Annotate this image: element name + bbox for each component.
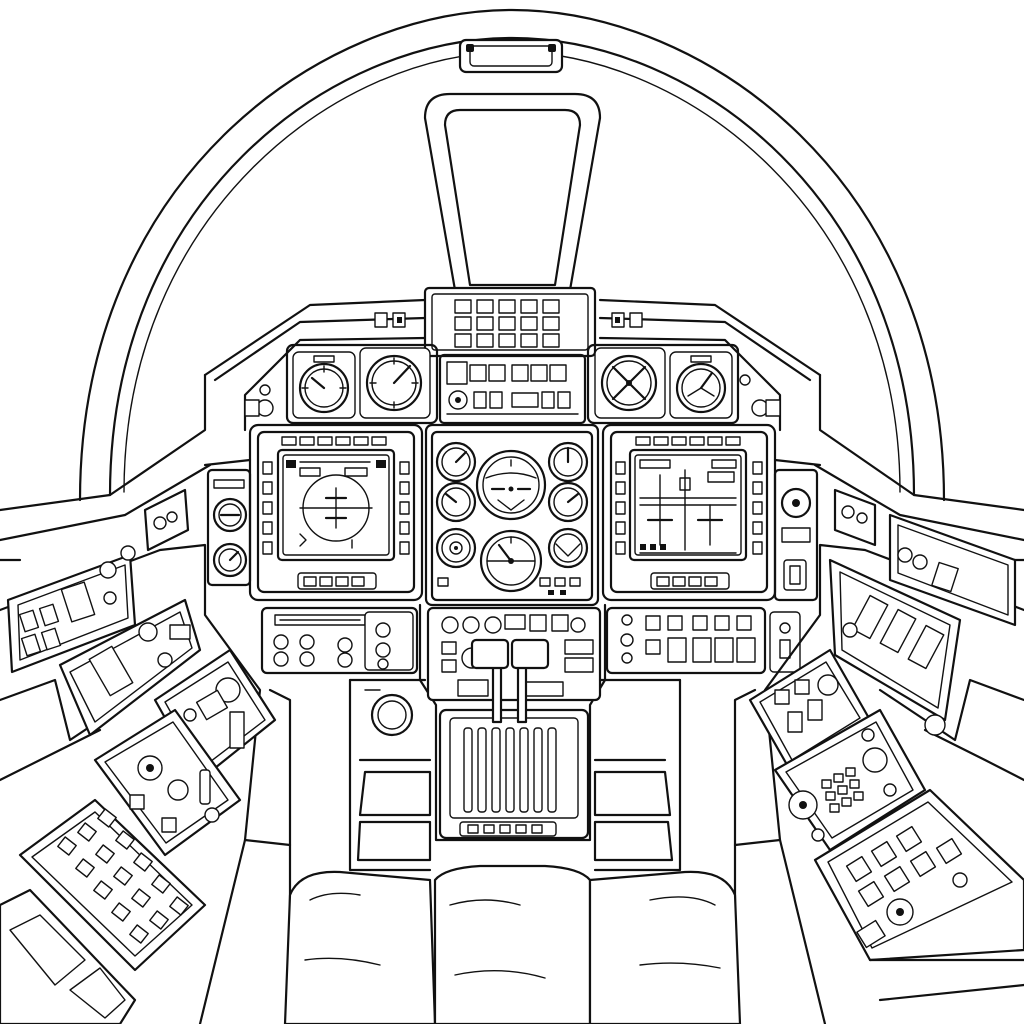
altimeter-small-gauge-1 xyxy=(435,441,477,483)
canopy-sills xyxy=(0,373,1024,562)
left-panel-gauges xyxy=(206,468,252,587)
seat-cushion-right xyxy=(588,870,742,1024)
upper-left-gauge-1 xyxy=(292,351,356,419)
right-lower-side-panel xyxy=(813,788,1024,1002)
upper-center-button-panel xyxy=(446,361,579,415)
throttle-quadrant xyxy=(438,708,590,840)
center-status-switches xyxy=(437,577,581,595)
glareshield-switches xyxy=(244,312,781,417)
small-gauge-6 xyxy=(547,527,589,569)
caution-light-grid xyxy=(454,299,560,348)
left-lower-side-panel xyxy=(0,888,137,1024)
left-mfd-top-buttons xyxy=(281,436,387,446)
center-flight-instruments xyxy=(430,430,594,602)
small-gauge-5 xyxy=(547,481,589,523)
heading-indicator xyxy=(479,529,543,593)
right-mfd-display-symbology xyxy=(639,459,737,554)
attitude-indicator xyxy=(475,449,547,521)
small-gauge-2 xyxy=(435,481,477,523)
right-mfd-top-buttons xyxy=(635,436,741,446)
canopy-latch xyxy=(458,38,564,74)
left-mid-side-panel xyxy=(58,488,202,737)
seat-cushion-left xyxy=(283,870,437,1024)
small-gauge-3 xyxy=(435,527,477,569)
right-switch-box xyxy=(748,648,872,772)
right-panel-controls xyxy=(773,468,819,602)
left-keypad-keys xyxy=(57,808,189,944)
upper-right-gauge-1 xyxy=(594,347,666,419)
left-mfd xyxy=(256,430,416,594)
right-mfd-side-buttons xyxy=(615,461,763,555)
left-mfd-bottom-buttons xyxy=(297,572,377,590)
throttle-slots xyxy=(463,727,557,813)
right-side-wall xyxy=(733,543,1024,1024)
throttle-lever-left xyxy=(470,638,510,724)
upper-right-gauge-2 xyxy=(669,351,733,419)
left-knob-panel xyxy=(93,708,242,857)
canopy-frame xyxy=(78,8,946,502)
footwell xyxy=(348,678,682,872)
right-keypad-small xyxy=(821,767,864,813)
caution-light-panel xyxy=(423,286,597,358)
upper-left-gauge-2 xyxy=(359,347,431,419)
lower-left-subpanel xyxy=(260,606,419,675)
right-mfd-bottom-buttons xyxy=(650,572,730,590)
pilot-seat xyxy=(283,864,742,1024)
throttle-lever-right xyxy=(510,638,550,724)
left-keypad-panel xyxy=(18,798,207,972)
lower-right-subpanel xyxy=(605,606,801,675)
small-gauge-4 xyxy=(547,441,589,483)
right-mid-side-panel xyxy=(828,558,962,736)
left-mfd-display-symbology xyxy=(286,460,386,549)
rearview-mirror-frame xyxy=(423,92,602,292)
upper-instrument-housing xyxy=(285,343,740,425)
right-knob-panel xyxy=(773,708,927,852)
right-upper-side-panel xyxy=(833,488,1017,627)
seat-cushion-center xyxy=(433,864,592,1024)
left-mfd-side-buttons xyxy=(262,461,410,555)
right-mfd xyxy=(609,430,769,594)
